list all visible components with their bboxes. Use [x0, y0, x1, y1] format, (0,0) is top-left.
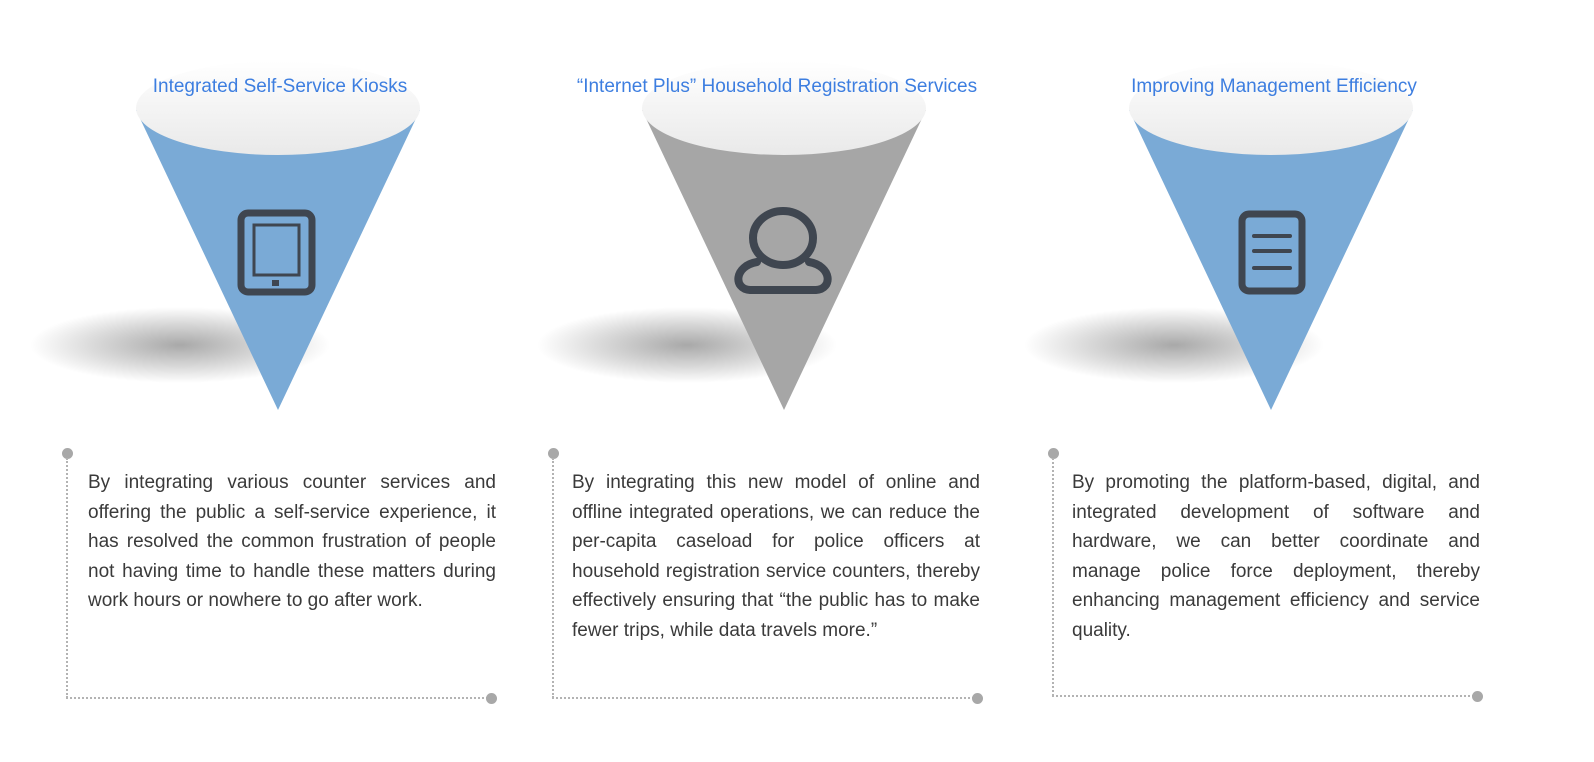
bracket-end-dot [486, 693, 497, 704]
bracket-start-dot [62, 448, 73, 459]
cone-cap [136, 61, 420, 155]
column-title: Integrated Self-Service Kiosks [152, 76, 408, 97]
document-icon [1238, 210, 1306, 295]
cone-body [136, 110, 420, 410]
bracket-end-dot [972, 693, 983, 704]
cone-cap [1129, 61, 1413, 155]
cone-graphic [30, 61, 420, 410]
bracket-vertical-line [552, 458, 554, 698]
bracket-vertical-line [66, 458, 68, 698]
column-title: “Internet Plus” Household Registration S… [576, 76, 978, 97]
bracket-end-dot [1472, 691, 1483, 702]
column-title: Improving Management Efficiency [1131, 76, 1417, 97]
cone-cap [642, 61, 926, 155]
cone-graphic [537, 61, 926, 410]
bracket-start-dot [548, 448, 559, 459]
user-icon [734, 207, 832, 294]
tablet-icon [237, 209, 316, 296]
bracket-horizontal-line [1052, 695, 1478, 697]
bracket-horizontal-line [66, 697, 492, 699]
bracket-horizontal-line [552, 697, 978, 699]
column-description: By integrating various counter services … [88, 472, 496, 611]
cone-body [642, 110, 926, 410]
bracket-start-dot [1048, 448, 1059, 459]
column-description: By integrating this new model of online … [572, 472, 980, 641]
column-description: By promoting the platform-based, digital… [1072, 472, 1480, 641]
column-management-efficiency: Improving Management Efficiency By promo… [1014, 0, 1534, 762]
column-internet-plus-registration: “Internet Plus” Household Registration S… [517, 0, 1037, 762]
cone-graphic [1024, 61, 1413, 410]
column-self-service-kiosks: Integrated Self-Service Kiosks By integr… [20, 0, 540, 762]
bracket-vertical-line [1052, 458, 1054, 696]
cone-body [1129, 110, 1413, 410]
